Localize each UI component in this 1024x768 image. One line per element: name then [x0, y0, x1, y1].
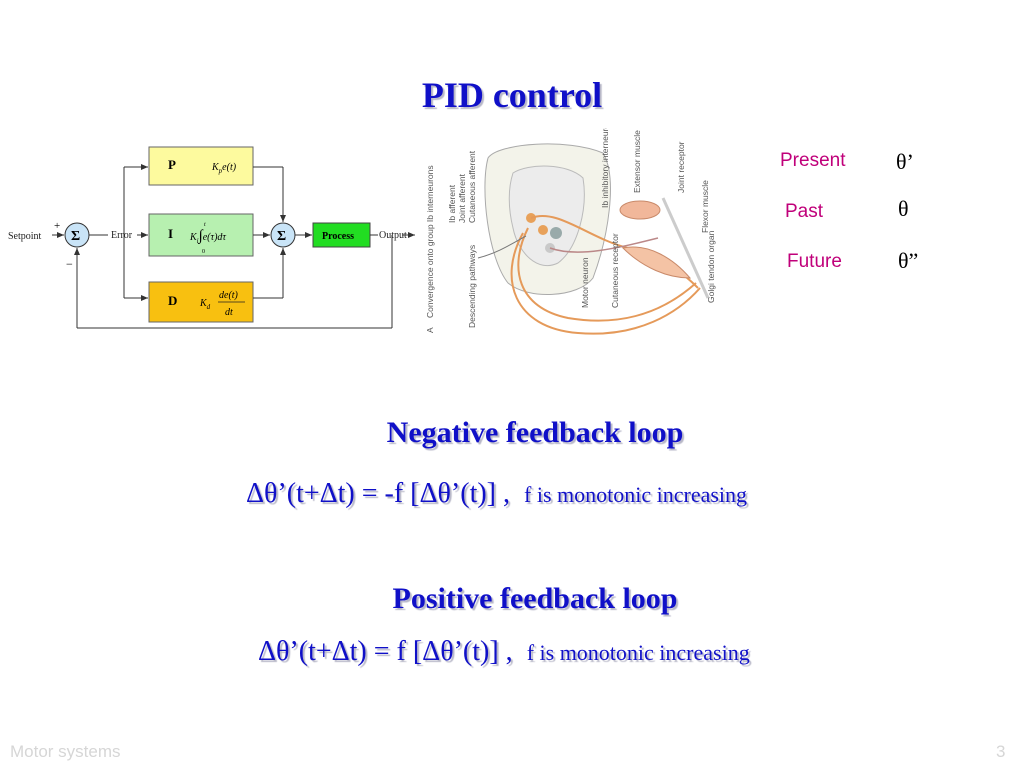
- sum-symbol-2: Σ: [277, 229, 286, 244]
- afferent-fiber-3: [510, 232, 701, 335]
- d-formula: Kd: [199, 298, 211, 311]
- interneuron-3: [550, 227, 562, 239]
- label-extensor: Extensor muscle: [632, 130, 642, 193]
- theta-prime-symbol: θ’: [896, 149, 914, 174]
- efferent-fiber: [549, 237, 659, 253]
- footer-title: Motor systems: [10, 742, 121, 761]
- output-label: Output: [379, 230, 407, 241]
- bone: [661, 197, 710, 299]
- setpoint-label: Setpoint: [8, 231, 42, 242]
- label-ib-inhibitory: Ib inhibitory interneuron: [600, 128, 610, 208]
- afferent-fiber-2: [517, 227, 697, 322]
- label-cutaneous-afferent: Cutaneous afferent: [467, 150, 477, 223]
- interneuron-2: [538, 225, 548, 235]
- positive-feedback-heading: Positive feedback loop: [392, 582, 678, 615]
- i-block: [148, 213, 254, 257]
- label-descending: Descending pathways: [467, 245, 477, 328]
- negative-feedback-heading: Negative feedback loop: [386, 416, 684, 449]
- d-letter: D: [168, 293, 177, 308]
- error-label: Error: [111, 230, 133, 241]
- i-letter: I: [168, 226, 173, 241]
- page-number: 3: [996, 742, 1006, 761]
- flexor-muscle: [621, 246, 692, 279]
- i-lower-limit: 0: [202, 249, 205, 255]
- label-cutaneous-receptor: Cutaneous receptor: [610, 233, 620, 308]
- time-label-present: Present: [780, 150, 846, 171]
- negative-feedback-equation-line: Δθ’(t+Δt) = -f [Δθ’(t)] , f is monotonic …: [246, 478, 747, 510]
- pid-block-diagram: Setpoint + − Σ Error P Kpe(t) I Ki∫e(τ)d…: [8, 146, 415, 329]
- theta-symbol: θ: [898, 196, 909, 221]
- label-joint-receptor: Joint receptor: [676, 141, 686, 193]
- label-flexor: Flexor muscle: [700, 180, 710, 233]
- spinal-reflex-diagram: A Convergence onto group Ib interneurons…: [425, 128, 716, 335]
- p-block: [148, 146, 254, 186]
- plus-sign: +: [54, 220, 60, 232]
- descending-pathway: [477, 235, 527, 259]
- label-joint-afferent: Joint afferent: [457, 173, 467, 223]
- theta-double-prime-symbol: θ”: [898, 248, 919, 273]
- label-convergence: Convergence onto group Ib interneurons: [425, 165, 435, 318]
- time-label-past: Past: [785, 201, 824, 222]
- process-label: Process: [322, 231, 354, 242]
- p-letter: P: [168, 157, 176, 172]
- i-upper-limit: t: [204, 222, 206, 228]
- d-formula-numerator: de(t): [219, 290, 239, 301]
- panel-letter: A: [425, 327, 435, 333]
- label-motor-neuron: Motor neuron: [580, 257, 590, 308]
- negative-feedback-equation: Δθ’(t+Δt) = -f [Δθ’(t)] ,: [246, 478, 511, 509]
- minus-sign: −: [66, 257, 73, 271]
- p-formula: Kpe(t): [211, 162, 237, 175]
- positive-feedback-equation: Δθ’(t+Δt) = f [Δθ’(t)] ,: [258, 636, 513, 667]
- positive-feedback-equation-line: Δθ’(t+Δt) = f [Δθ’(t)] , f is monotonic i…: [258, 636, 750, 668]
- positive-feedback-note: f is monotonic increasing: [526, 640, 750, 665]
- sum-symbol-1: Σ: [71, 229, 80, 244]
- label-ib-afferent: Ib afferent: [447, 184, 457, 223]
- process-block: [312, 222, 371, 248]
- negative-feedback-note: f is monotonic increasing: [524, 482, 748, 507]
- d-formula-denominator: dt: [225, 307, 233, 318]
- time-label-future: Future: [787, 251, 842, 272]
- i-formula: Ki∫e(τ)dτ: [189, 228, 226, 245]
- slide-title: PID control: [421, 75, 603, 115]
- label-golgi: Golgi tendon organ: [706, 230, 716, 303]
- extensor-muscle: [619, 200, 661, 220]
